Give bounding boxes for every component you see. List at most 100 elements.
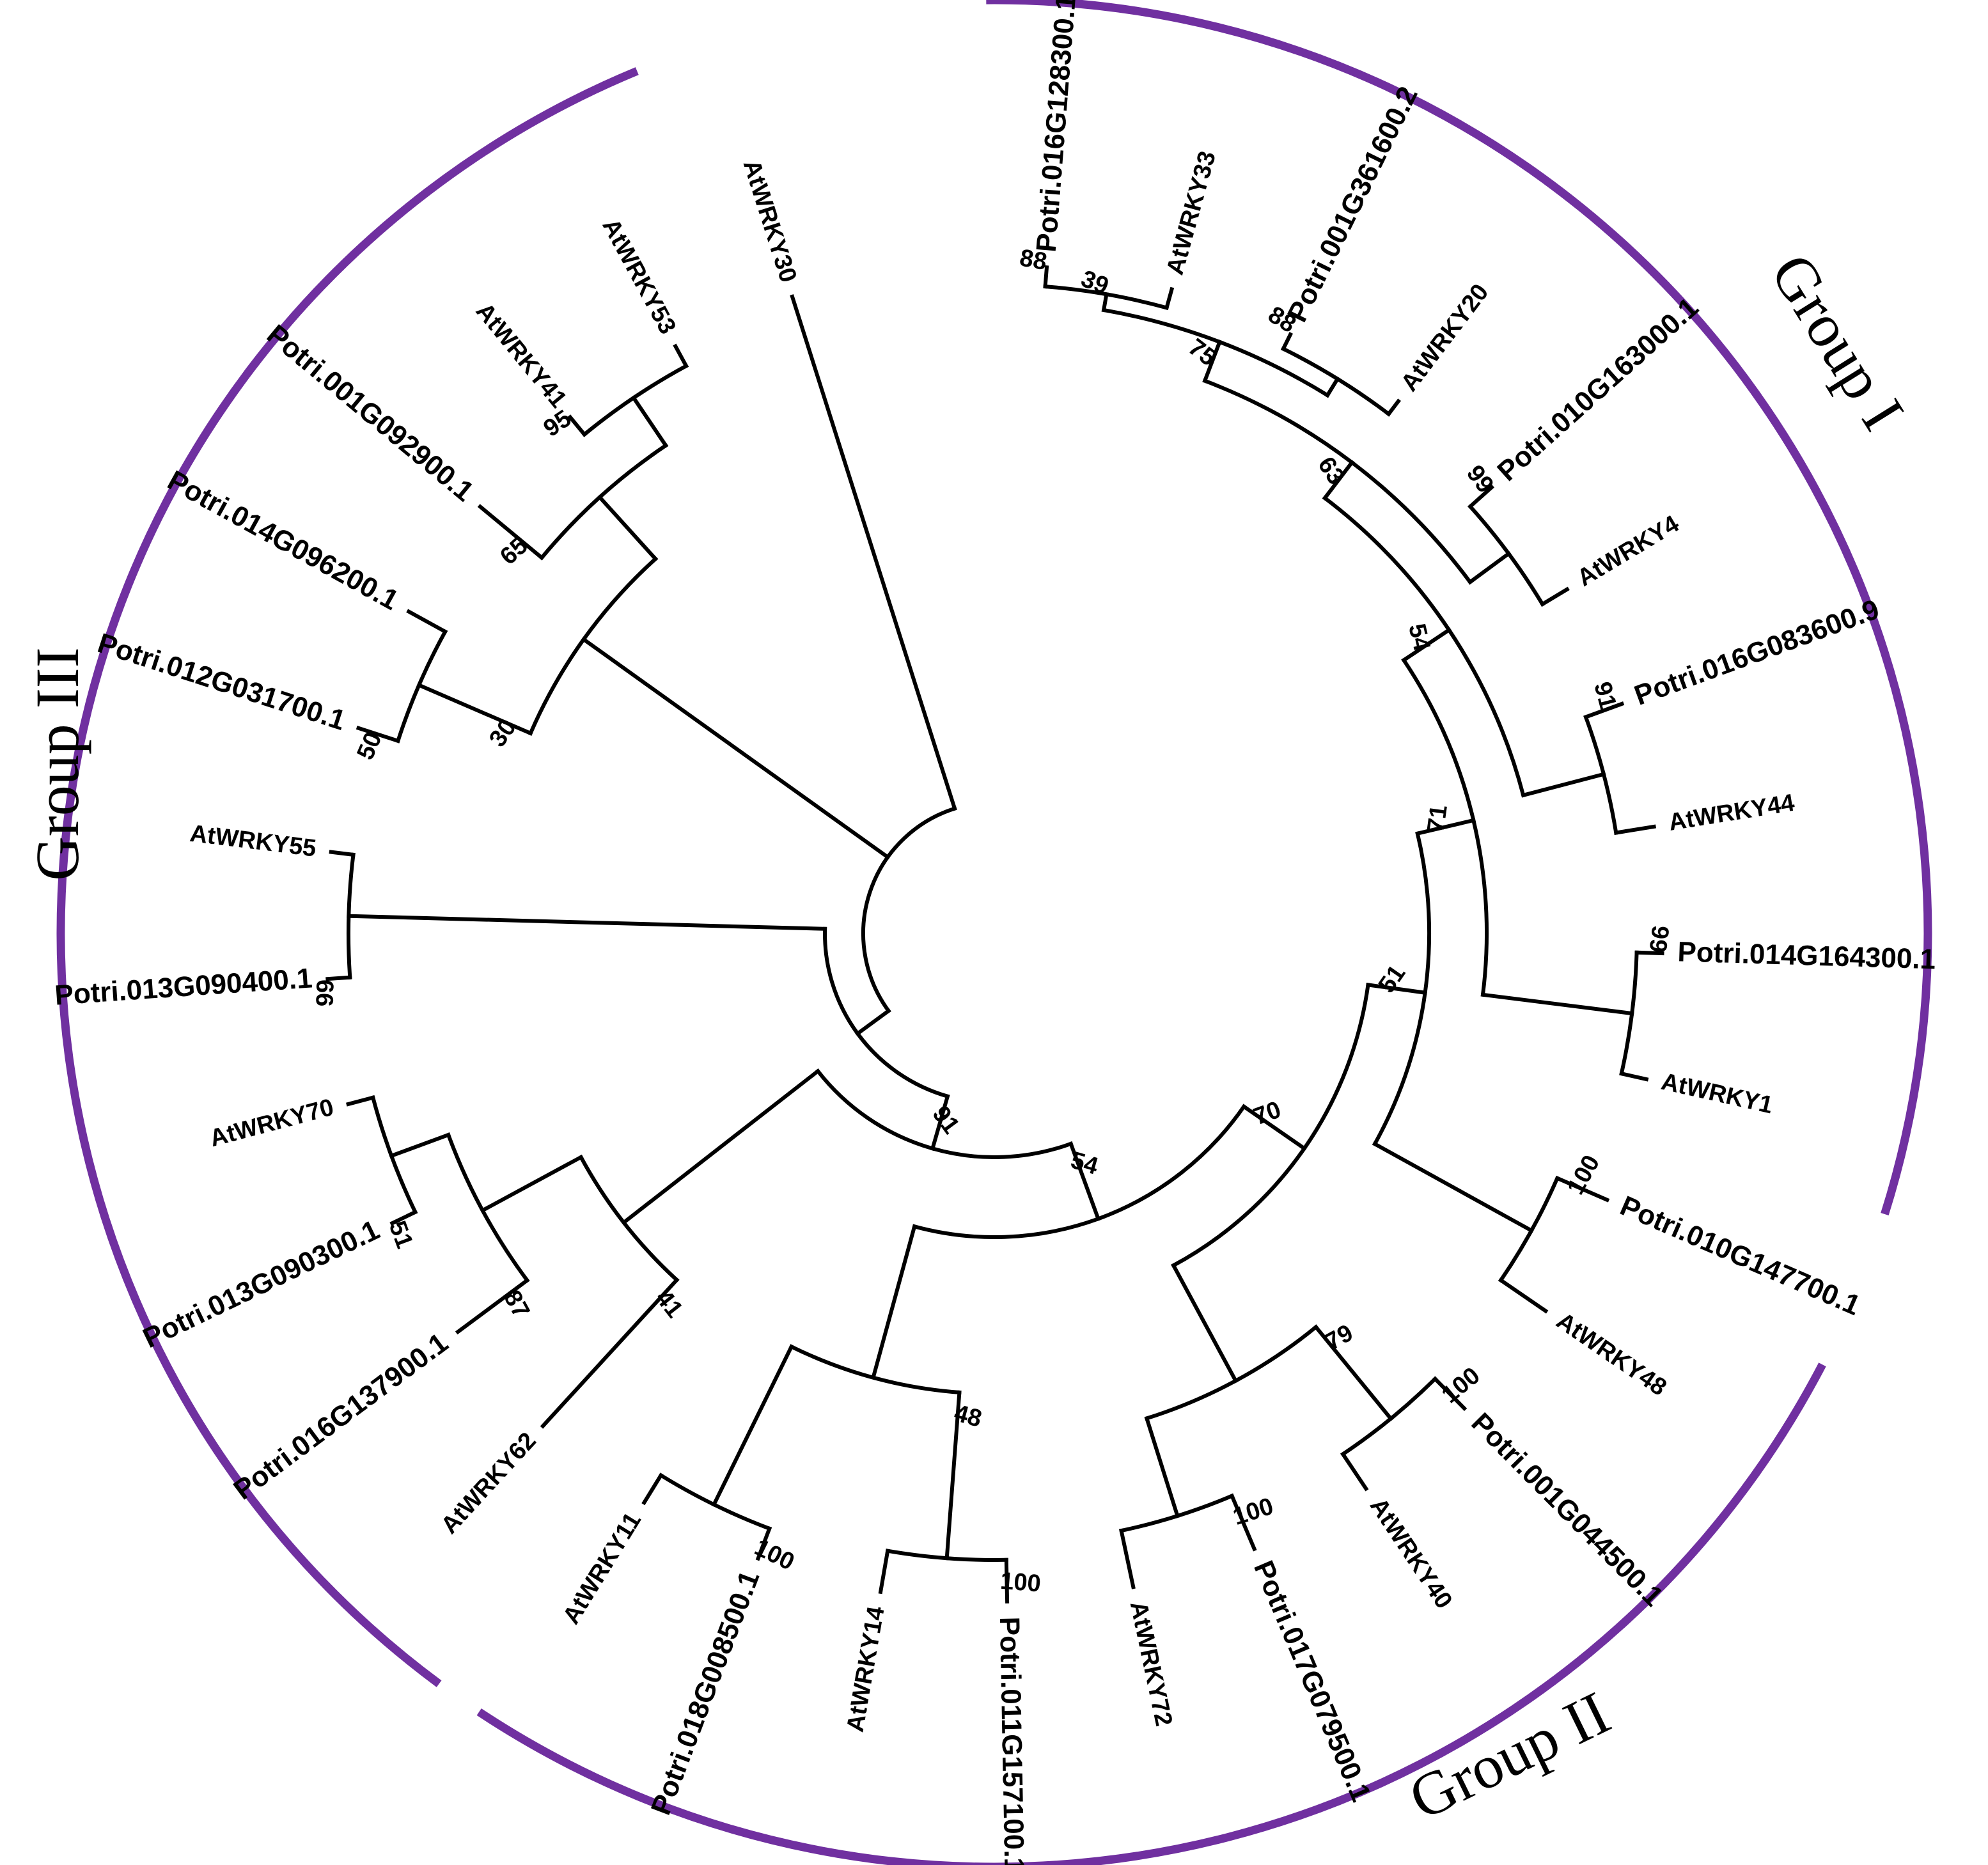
leaf-label-l9: Potri.014G164300.1 [1677, 936, 1936, 975]
clade-arc-n54 [815, 1068, 1074, 1159]
branch-n39 [1202, 339, 1223, 384]
clade-arc-n100c [1119, 1493, 1235, 1533]
clade-arc-n87 [446, 1132, 530, 1283]
branch-L7 [1583, 701, 1625, 720]
leaf-label-l2: AtWRKY33 [1162, 148, 1221, 277]
leaf-label-l3: Potri.001G361600.2 [1281, 82, 1424, 327]
clade-arc-n75 [1202, 378, 1473, 585]
bootstrap-n100c: 100 [1230, 1493, 1276, 1531]
branch-n51b [389, 1132, 451, 1159]
leaf-label-l6: AtWRKY4 [1572, 510, 1684, 591]
branch-n41 [621, 1068, 821, 1226]
branch-L10 [1619, 1071, 1649, 1082]
clade-arc-n88b [1280, 346, 1391, 417]
clade-arc-n100b [1340, 1376, 1438, 1457]
branch-L24 [346, 1095, 375, 1107]
bootstrap-n65: 65 [495, 532, 533, 570]
branch-n30 [581, 636, 891, 860]
branch-L20 [641, 1472, 664, 1506]
leaf-label-l20: AtWRKY11 [558, 1508, 646, 1628]
branch-n100d [944, 1390, 962, 1561]
clade-arc-n100d [885, 1549, 1008, 1562]
branch-L3 [1280, 332, 1294, 352]
clade-arc-n70 [912, 1104, 1247, 1240]
branch-L18 [878, 1549, 890, 1595]
bootstrap-n79: 79 [1321, 1320, 1358, 1356]
bootstrap-n100d: 100 [999, 1568, 1042, 1598]
clade-arc-n99a [1468, 503, 1546, 607]
branch-n71 [1366, 983, 1428, 995]
clade-arc-n71 [1372, 831, 1431, 1147]
leaf-label-l11: Potri.010G147700.1 [1616, 1190, 1865, 1322]
bootstrap-n51b: 51 [384, 1217, 418, 1252]
bootstrap-n100a: 100 [1562, 1151, 1605, 1199]
leaf-label-l23: Potri.013G090300.1 [138, 1214, 384, 1354]
clade-arc-n66 [1619, 950, 1639, 1076]
branch-L30 [567, 414, 588, 437]
clade-arc-n100a [1498, 1175, 1560, 1283]
clade-arc-n63 [1322, 495, 1526, 798]
bootstrap-n30: 30 [484, 714, 522, 752]
leaf-label-l18: AtWRKY14 [842, 1604, 890, 1734]
branch-n95 [630, 395, 669, 448]
bootstrap-n51: 51 [1374, 960, 1411, 998]
branch-L28 [406, 609, 448, 634]
bootstrap-n87: 87 [498, 1286, 535, 1322]
branch-L26 [329, 850, 356, 857]
branch-n100c [1144, 1416, 1180, 1518]
branch-L19 [755, 1526, 772, 1561]
leaf-label-l25: Potri.013G090400.1 [54, 962, 313, 1011]
branch-L6 [1540, 586, 1570, 607]
branch-n54b [1415, 818, 1476, 836]
clade-arc-n88a [1043, 284, 1170, 311]
branch-L15 [1229, 1493, 1257, 1552]
bootstrap-n91b: 91 [1588, 679, 1621, 712]
branch-L27 [356, 726, 401, 744]
clade-arc-n50 [395, 628, 448, 744]
branch-n88b [1324, 376, 1340, 398]
group-2-arc [476, 1362, 1826, 1865]
branch-L16 [1119, 1528, 1136, 1589]
branch-n88a [1101, 292, 1109, 313]
branch-L32 [790, 294, 957, 811]
branch-L11 [1554, 1175, 1610, 1203]
leaf-label-l15: Potri.017G079500.1 [1248, 1556, 1377, 1806]
bootstrap-n100e: 100 [750, 1534, 798, 1576]
group-3-label: Group III [23, 647, 91, 880]
clade-arc-n51b [370, 1095, 418, 1215]
leaf-label-l24: AtWRKY70 [207, 1094, 337, 1152]
branch-L2 [1164, 286, 1175, 311]
branch-n65 [597, 494, 659, 562]
bootstrap-n99b: 99 [312, 979, 340, 1006]
group-arcs [56, 0, 1932, 1865]
leaf-label-l21: AtWRKY62 [436, 1428, 542, 1540]
clade-arc-n51 [1171, 983, 1370, 1268]
branch-n63 [1401, 627, 1452, 663]
branch-n54 [930, 1093, 950, 1151]
branch-L12 [1498, 1277, 1549, 1314]
branch-L1 [1043, 265, 1049, 289]
group-3-arc [56, 67, 639, 1687]
branch-n66 [1480, 992, 1634, 1016]
leaf-label-l16: AtWRKY72 [1125, 1599, 1177, 1729]
clade-arc-n95 [581, 363, 689, 437]
branch-L22 [455, 1277, 530, 1335]
branch-L29 [477, 504, 545, 561]
leaf-label-l19: Potri.018G008500.1 [645, 1566, 766, 1819]
branch-L13 [1432, 1376, 1468, 1412]
branch-n48 [870, 1224, 917, 1380]
group-1-arc [986, 0, 1932, 1215]
bootstrap-n91: 91 [927, 1101, 965, 1139]
branch-n100e [711, 1344, 794, 1508]
bootstrap-n88a: 88 [1017, 244, 1049, 276]
branch-n100b [1313, 1324, 1394, 1422]
clade-arc-n54b [1401, 657, 1489, 997]
group-2-label: Group II [1398, 1678, 1620, 1832]
branch-n100a [1372, 1141, 1535, 1233]
clade-arc-n91 [823, 926, 950, 1099]
branch-n87 [480, 1154, 584, 1213]
leaf-label-l8: AtWRKY44 [1667, 790, 1797, 836]
leaf-label-l4: AtWRKY20 [1396, 279, 1494, 396]
leaf-label-l27: Potri.012G031700.1 [94, 627, 349, 737]
